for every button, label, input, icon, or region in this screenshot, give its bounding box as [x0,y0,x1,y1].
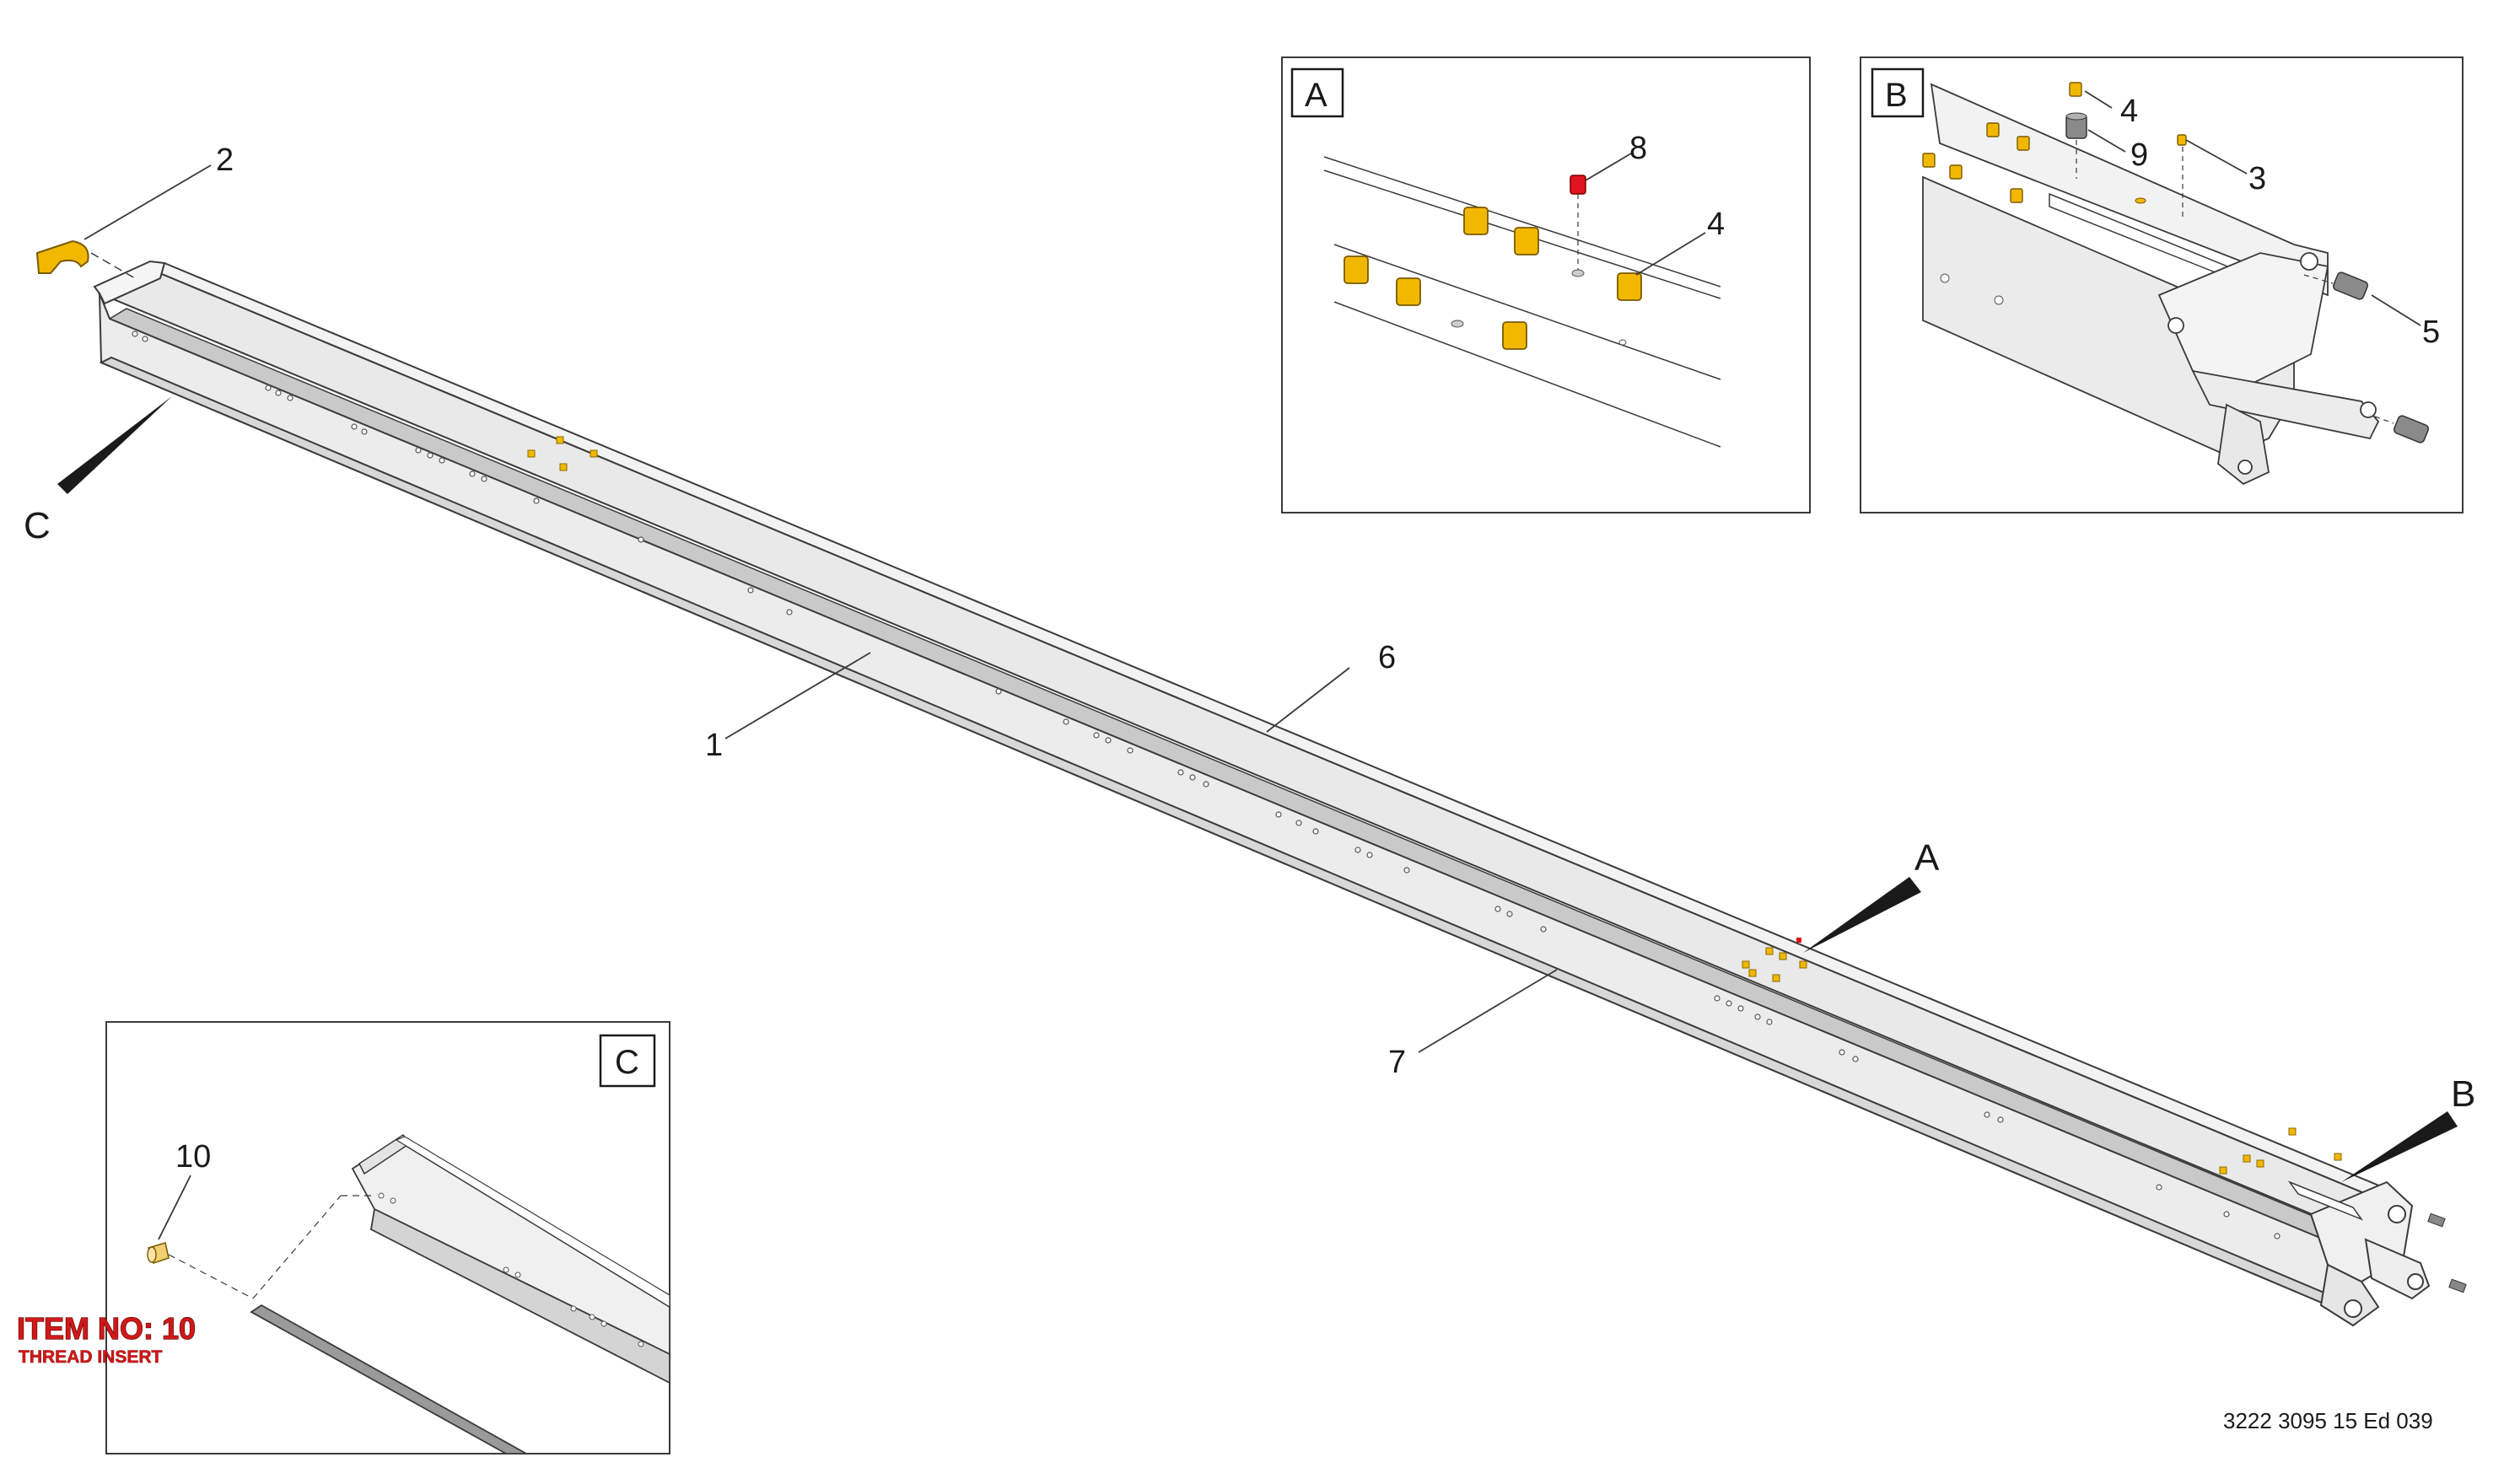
detail-c-beam-end [351,1133,670,1385]
detail-view-c-label-box [599,1034,656,1088]
detail-b-beam-end [1922,83,2380,486]
detail-b-pins [2333,272,2429,444]
callout-2: 2 [216,142,234,178]
part-2-end-cap [35,239,136,279]
beam-inserts [527,436,2342,1175]
item-note-description: THREAD INSERT [19,1347,163,1367]
detail-a-red-plug [1570,175,1586,195]
detail-view-c: C 10 [105,1021,670,1454]
detail-c-callout-10: 10 [175,1139,211,1175]
callout-6: 6 [1378,640,1396,675]
view-marker-a-label: A [1914,837,1940,879]
callout-7: 7 [1388,1045,1406,1080]
view-marker-c-label: C [24,505,51,546]
detail-view-a-label: A [1305,77,1327,114]
detail-b-grey-plug [2065,112,2087,139]
detail-view-b-label-box [1871,67,1925,118]
detail-b-callout-3: 3 [2248,161,2266,196]
detail-c-thread-insert [147,1241,170,1265]
detail-b-callout-5: 5 [2422,315,2440,350]
detail-a-callout-8: 8 [1629,131,1647,166]
detail-a-callout-4: 4 [1707,207,1725,242]
detail-c-strip [250,1304,530,1454]
main-leader-lines [83,164,1558,1053]
detail-view-c-label: C [615,1044,639,1081]
callout-1: 1 [705,728,723,763]
detail-b-callout-9: 9 [2130,137,2148,173]
beam-holes [132,331,2281,1239]
view-marker-b-label: B [2451,1073,2475,1115]
item-note-number: ITEM NO: 10 [17,1311,196,1346]
view-marker-b: B [2341,1073,2475,1182]
main-beam-assembly [93,260,2467,1327]
view-marker-c: C [24,396,172,546]
view-marker-a: A [1803,837,1940,953]
detail-view-b-label: B [1885,77,1908,114]
beam-right-end-bracket [2287,1180,2467,1327]
detail-b-callout-4: 4 [2120,94,2138,129]
beam-left-end [93,260,166,305]
detail-view-a: A 8 4 [1281,56,1811,513]
beam-red-marker [1796,938,1801,943]
detail-b-inserts [1922,82,2187,203]
detail-view-a-label-box [1290,67,1344,118]
detail-c-holes [378,1192,644,1347]
detail-view-b: B [1860,56,2464,513]
detail-a-inserts [1344,207,1642,350]
document-reference: 3222 3095 15 Ed 039 [2223,1408,2433,1433]
